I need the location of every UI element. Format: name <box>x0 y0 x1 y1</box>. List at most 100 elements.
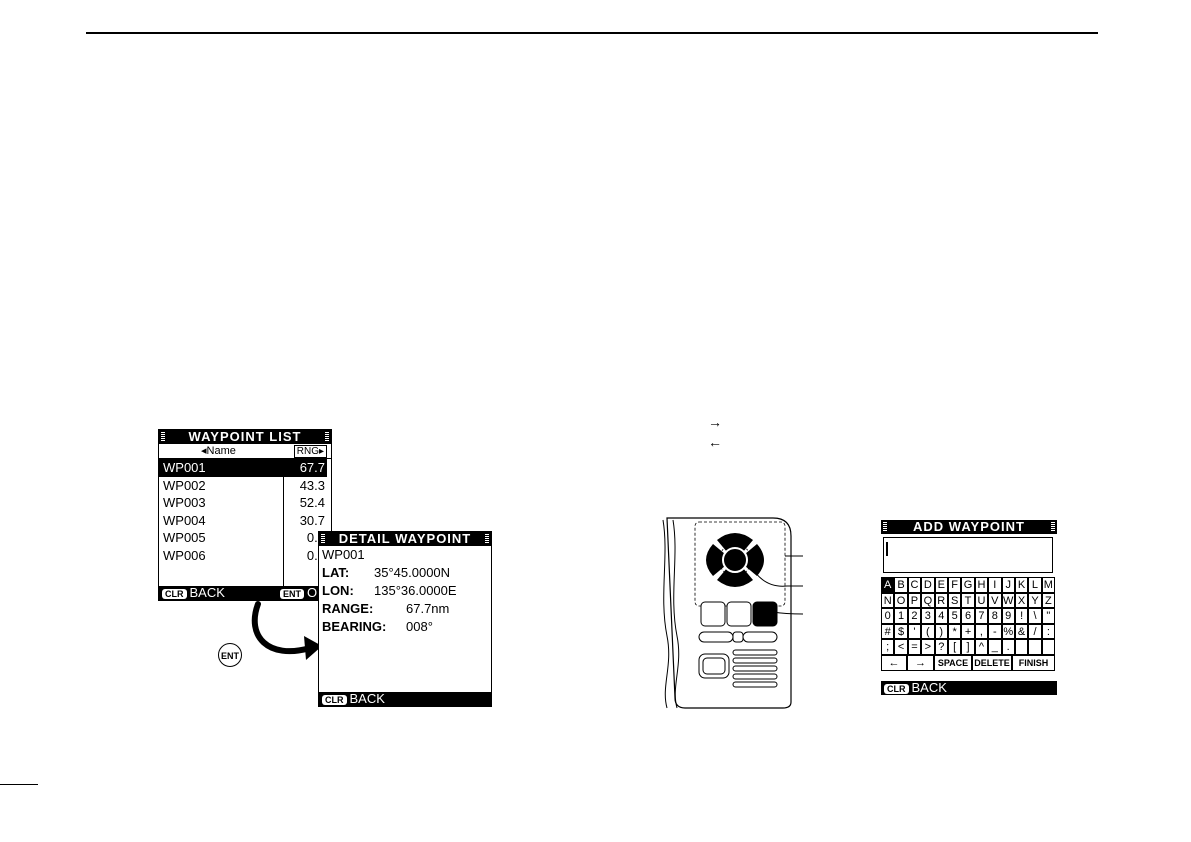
clr-key[interactable]: CLR <box>322 694 347 705</box>
key-cell[interactable]: H <box>974 577 989 593</box>
grip-icon <box>321 534 325 543</box>
key-cell[interactable]: F <box>947 577 962 593</box>
waypoint-list-header: ◂Name RNG▸ <box>159 444 331 459</box>
header-rule <box>86 32 1098 34</box>
key-cell[interactable]: X <box>1014 592 1029 609</box>
key-cell[interactable]: * <box>947 623 962 640</box>
key-cell[interactable]: I <box>988 577 1002 593</box>
waypoint-range: 30.7 <box>299 512 325 528</box>
key-cell[interactable] <box>1014 639 1029 655</box>
key-cell[interactable]: ? <box>934 639 948 655</box>
key-cell[interactable]: ( <box>921 623 935 640</box>
clr-key[interactable]: CLR <box>884 683 909 694</box>
finish-key[interactable]: FINISH <box>1012 654 1055 671</box>
key-cell[interactable]: 1 <box>894 608 908 624</box>
key-cell[interactable]: = <box>907 639 922 655</box>
waypoint-list-title: WAYPOINT LIST <box>159 430 331 444</box>
key-cell[interactable]: 2 <box>907 608 922 624</box>
key-cell[interactable]: J <box>1001 577 1015 593</box>
key-cell[interactable] <box>1028 639 1042 655</box>
key-cell[interactable]: < <box>894 639 908 655</box>
key-cell[interactable]: Q <box>921 592 935 609</box>
key-cell[interactable]: + <box>961 623 975 640</box>
keyboard-row: A B C D E F G H I J K L M <box>881 577 1056 593</box>
key-cell[interactable]: \ <box>1028 608 1042 624</box>
key-cell[interactable]: K <box>1014 577 1029 593</box>
key-cell[interactable]: & <box>1014 623 1029 640</box>
waypoint-row[interactable]: WP004 30.7 <box>159 512 331 530</box>
back-label: BACK <box>911 680 947 695</box>
key-cell[interactable]: $ <box>894 623 908 640</box>
cursor-right-key[interactable]: → <box>907 654 934 671</box>
waypoint-row[interactable]: WP006 0.0 <box>159 547 331 565</box>
delete-key[interactable]: DELETE <box>972 654 1012 671</box>
waypoint-row[interactable]: WP005 0.0 <box>159 529 331 547</box>
key-cell[interactable]: 3 <box>921 608 935 624</box>
key-cell[interactable]: , <box>974 623 989 640</box>
waypoint-row[interactable]: WP003 52.4 <box>159 494 331 512</box>
key-cell[interactable]: 0 <box>881 608 895 624</box>
key-cell[interactable]: > <box>921 639 935 655</box>
key-cell[interactable]: : <box>1041 623 1056 640</box>
back-label: BACK <box>349 691 385 706</box>
waypoint-list-screen: WAYPOINT LIST ◂Name RNG▸ WP001 67.7 WP00… <box>158 429 332 601</box>
key-cell[interactable]: ) <box>934 623 948 640</box>
key-cell[interactable]: ! <box>1014 608 1029 624</box>
key-cell[interactable]: D <box>921 577 935 593</box>
key-cell[interactable]: ' <box>907 623 922 640</box>
key-cell[interactable]: 8 <box>988 608 1002 624</box>
key-cell[interactable]: " <box>1041 608 1056 624</box>
detail-waypoint-screen: DETAIL WAYPOINT WP001 LAT:35°45.0000N LO… <box>318 531 492 707</box>
key-cell[interactable]: # <box>881 623 895 640</box>
transition-arrow-icon <box>251 601 322 660</box>
waypoint-name: WP005 <box>163 530 206 545</box>
key-cell[interactable]: [ <box>947 639 962 655</box>
clr-key[interactable]: CLR <box>162 588 187 599</box>
key-cell[interactable]: P <box>907 592 922 609</box>
key-cell[interactable]: L <box>1028 577 1042 593</box>
detail-name: WP001 <box>322 547 365 562</box>
column-divider <box>283 459 284 588</box>
key-cell[interactable]: _ <box>988 639 1002 655</box>
key-cell[interactable]: C <box>907 577 922 593</box>
key-cell[interactable]: R <box>934 592 948 609</box>
key-cell[interactable]: . <box>1001 639 1015 655</box>
key-cell[interactable]: ] <box>961 639 975 655</box>
key-cell[interactable]: ^ <box>974 639 989 655</box>
waypoint-row[interactable]: WP002 43.3 <box>159 477 331 495</box>
key-cell[interactable]: 7 <box>974 608 989 624</box>
key-cell[interactable]: Z <box>1041 592 1056 609</box>
ent-key[interactable]: ENT <box>280 588 304 599</box>
key-cell[interactable]: A <box>881 577 895 593</box>
key-cell[interactable]: Y <box>1028 592 1042 609</box>
detail-title-text: DETAIL WAYPOINT <box>338 531 472 546</box>
key-cell[interactable]: 4 <box>934 608 948 624</box>
key-cell[interactable]: % <box>1001 623 1015 640</box>
key-cell[interactable]: S <box>947 592 962 609</box>
key-cell[interactable]: ; <box>881 639 895 655</box>
space-key[interactable]: SPACE <box>934 654 972 671</box>
key-cell[interactable]: - <box>988 623 1002 640</box>
key-cell[interactable]: U <box>974 592 989 609</box>
key-cell[interactable]: V <box>988 592 1002 609</box>
column-rng-sort[interactable]: RNG▸ <box>293 445 327 458</box>
key-cell[interactable]: W <box>1001 592 1015 609</box>
key-cell[interactable]: N <box>881 592 895 609</box>
left-arrow-icon: ← <box>708 434 722 450</box>
key-cell[interactable]: 6 <box>961 608 975 624</box>
key-cell[interactable] <box>1041 639 1056 655</box>
name-input-field[interactable] <box>883 537 1053 573</box>
cursor-left-key[interactable]: ← <box>881 654 907 671</box>
waypoint-row[interactable]: WP001 67.7 <box>159 459 327 477</box>
key-cell[interactable]: G <box>961 577 975 593</box>
key-cell[interactable]: O <box>894 592 908 609</box>
key-cell[interactable]: T <box>961 592 975 609</box>
keyboard-row: 0 1 2 3 4 5 6 7 8 9 ! \ " <box>881 608 1056 624</box>
column-name-sort[interactable]: ◂Name <box>201 445 236 457</box>
key-cell[interactable]: E <box>934 577 948 593</box>
key-cell[interactable]: 5 <box>947 608 962 624</box>
key-cell[interactable]: M <box>1041 577 1056 593</box>
key-cell[interactable]: / <box>1028 623 1042 640</box>
key-cell[interactable]: 9 <box>1001 608 1015 624</box>
key-cell[interactable]: B <box>894 577 908 593</box>
